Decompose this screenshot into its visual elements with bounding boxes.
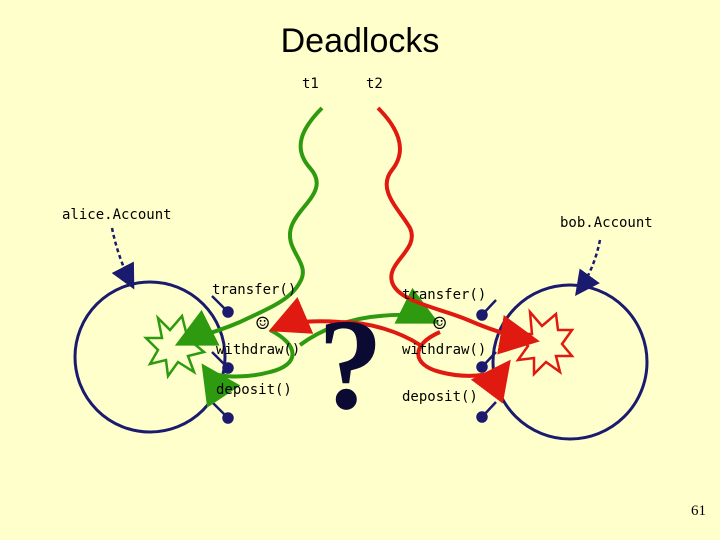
thread-t2-path [378,108,532,340]
bob-method-deposit: deposit() [402,389,478,405]
bob-reference-arrow [578,240,600,292]
bob-object-circle [493,285,647,439]
alice-object-circle [75,282,225,432]
alice-method-withdraw: withdraw() [216,342,300,358]
alice-method-deposit: deposit() [216,382,292,398]
alice-object-label: alice.Account [62,207,172,223]
alice-waiting-face-icon: ☺ [255,314,270,334]
alice-method-links [212,296,233,423]
bob-lock-burst [516,312,572,374]
alice-lock-burst [146,316,204,376]
bob-object-label: bob.Account [560,215,653,231]
deadlock-question-mark: ? [318,300,383,430]
thread-t1-label: t1 [302,76,319,92]
bob-method-withdraw: withdraw() [402,342,486,358]
alice-method-transfer: transfer() [212,282,296,298]
thread-t2-label: t2 [366,76,383,92]
bob-waiting-face-icon: ☺ [432,314,447,334]
page-number: 61 [691,503,706,520]
thread-t1-path [182,108,322,342]
alice-reference-arrow [112,228,132,285]
bob-method-transfer: transfer() [402,287,486,303]
